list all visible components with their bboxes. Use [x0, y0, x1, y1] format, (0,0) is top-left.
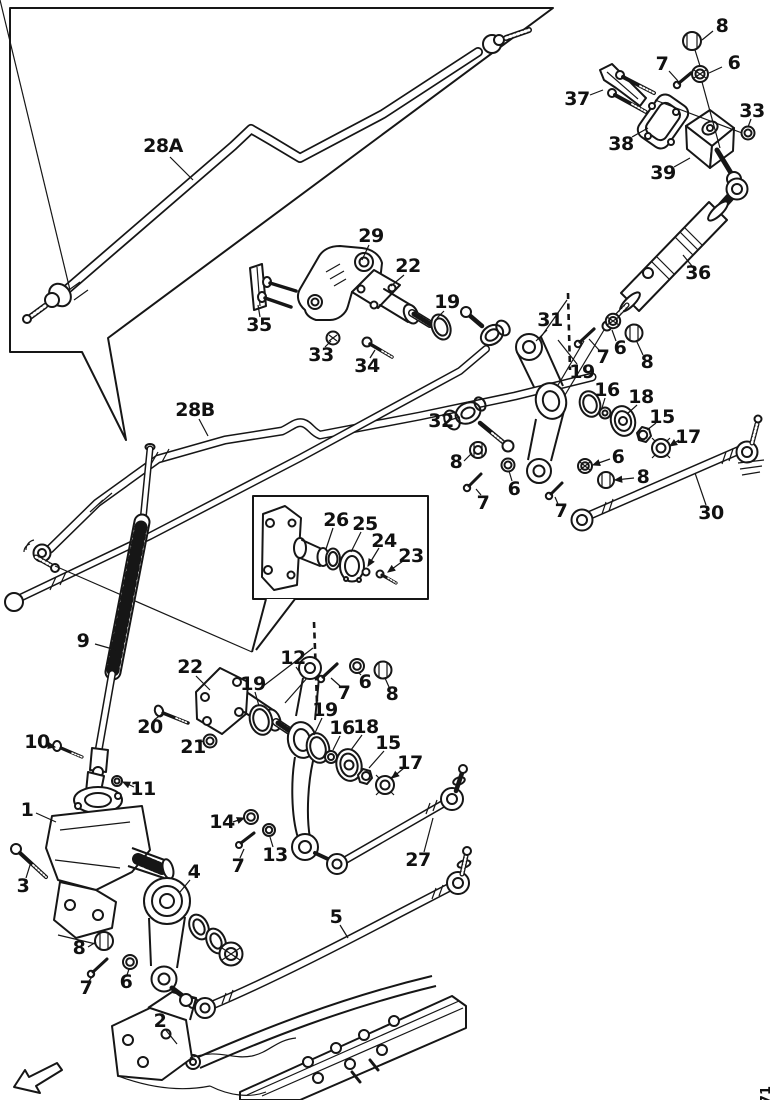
leader-lines	[25, 30, 752, 1045]
drawing-number: 391 171	[759, 1086, 774, 1100]
inset-pointer-line	[54, 565, 253, 653]
direction-arrow-icon	[13, 1062, 63, 1094]
bracket-29-cluster	[249, 245, 452, 359]
bolt-20	[153, 704, 190, 725]
idler-arm-31	[515, 333, 568, 484]
steering-gear-1	[45, 786, 175, 946]
fastener-trio-bottom-left	[86, 931, 138, 979]
drag-link-5	[194, 846, 472, 1019]
drag-link-28b	[23, 372, 597, 573]
steering-column-9	[85, 443, 156, 797]
frame-axle-assembly	[111, 975, 467, 1100]
bolt-3	[10, 843, 48, 879]
link-rod-30	[570, 414, 765, 532]
bearing-stack-upper	[578, 390, 671, 459]
link-rod-27	[326, 764, 468, 875]
bearing-stack-lower	[248, 704, 395, 796]
nut-21	[202, 733, 218, 749]
ball-joint-32	[443, 396, 515, 453]
fastener-trio-mid	[316, 658, 393, 684]
detail-inset-box	[251, 495, 429, 653]
drag-link-28a	[0, 0, 532, 324]
fastener-trio-below-arm	[544, 458, 615, 501]
nut-14-washer-13-bolt-7	[235, 809, 276, 849]
bracket-22-lower	[195, 667, 298, 738]
power-cylinder-36	[601, 177, 749, 332]
bushing-set-4	[188, 913, 244, 967]
fastener-trio-upper-right	[573, 312, 644, 349]
tie-rod-center	[4, 306, 511, 612]
cylinder-mount-cluster	[599, 31, 756, 187]
nut-11	[111, 775, 123, 787]
inset-frame-28a	[9, 7, 554, 441]
fastener-trio-left-of-arm	[462, 441, 516, 493]
bolt-10	[52, 740, 84, 759]
pitman-arm-4	[143, 877, 199, 1009]
